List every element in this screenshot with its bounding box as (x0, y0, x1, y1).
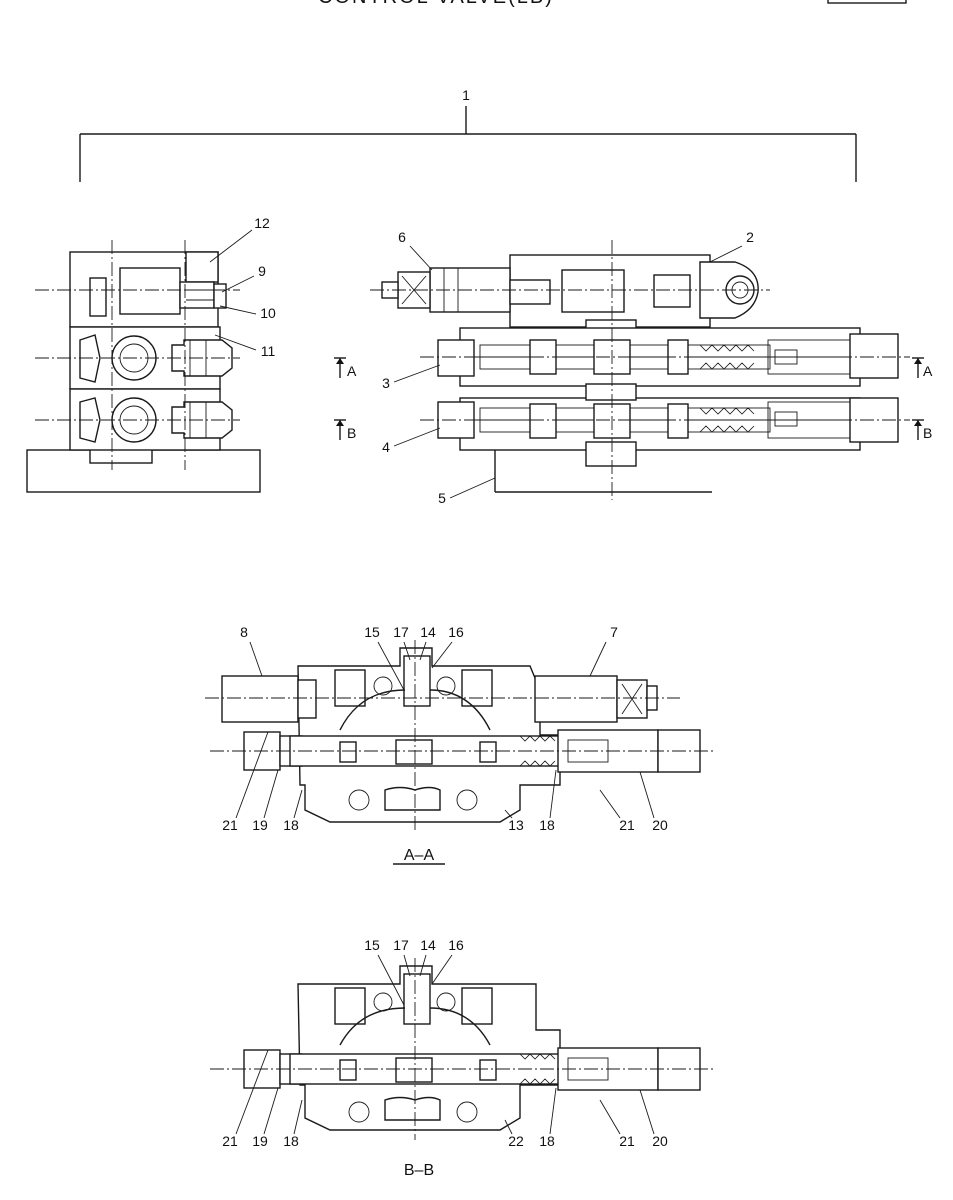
callout-21: 21 (619, 1133, 635, 1149)
callout-10: 10 (260, 305, 276, 321)
callout-21: 21 (222, 817, 238, 833)
callout-17: 17 (393, 937, 409, 953)
callout-18: 18 (283, 1133, 299, 1149)
callout-17: 17 (393, 624, 409, 640)
callout-16: 16 (448, 624, 464, 640)
callout-22: 22 (508, 1133, 524, 1149)
page-number-box (827, 0, 907, 4)
callout-16: 16 (448, 937, 464, 953)
callout-13: 13 (508, 817, 524, 833)
section-mark-a-right: A (912, 357, 933, 379)
callout-8: 8 (240, 624, 248, 640)
section-aa-view (205, 640, 715, 832)
section-mark-a-left: A (334, 357, 357, 379)
callout-18: 18 (539, 1133, 555, 1149)
callout-7: 7 (610, 624, 618, 640)
callout-19: 19 (252, 1133, 268, 1149)
callout-4: 4 (382, 439, 390, 455)
callout-14: 14 (420, 624, 436, 640)
callout-19: 19 (252, 817, 268, 833)
diagram-title: CONTROL VALVE(LB) (318, 0, 554, 8)
callout-14: 14 (420, 937, 436, 953)
callout-3: 3 (382, 375, 390, 391)
section-bb-view (210, 958, 715, 1140)
callout-12: 12 (254, 215, 270, 231)
section-bb-label: B–B (404, 1162, 434, 1179)
section-mark-b-left: B (334, 419, 356, 441)
section-mark-b-right: B (912, 419, 932, 441)
callout-15: 15 (364, 624, 380, 640)
callout-1: 1 (462, 87, 470, 103)
front-view (370, 240, 910, 500)
callout-2: 2 (746, 229, 754, 245)
side-view (26, 240, 261, 493)
section-aa-label: A–A (404, 847, 435, 864)
callout-21: 21 (619, 817, 635, 833)
callout-21: 21 (222, 1133, 238, 1149)
callout-20: 20 (652, 1133, 668, 1149)
callout-6: 6 (398, 229, 406, 245)
callout-5: 5 (438, 490, 446, 506)
svg-text:B: B (347, 425, 356, 441)
callout-20: 20 (652, 817, 668, 833)
callout-9: 9 (258, 263, 266, 279)
assembly-bracket (79, 106, 857, 182)
callout-18: 18 (283, 817, 299, 833)
svg-text:A: A (923, 363, 933, 379)
svg-text:B: B (923, 425, 932, 441)
callout-15: 15 (364, 937, 380, 953)
callout-18: 18 (539, 817, 555, 833)
svg-text:A: A (347, 363, 357, 379)
callout-11: 11 (261, 343, 276, 359)
